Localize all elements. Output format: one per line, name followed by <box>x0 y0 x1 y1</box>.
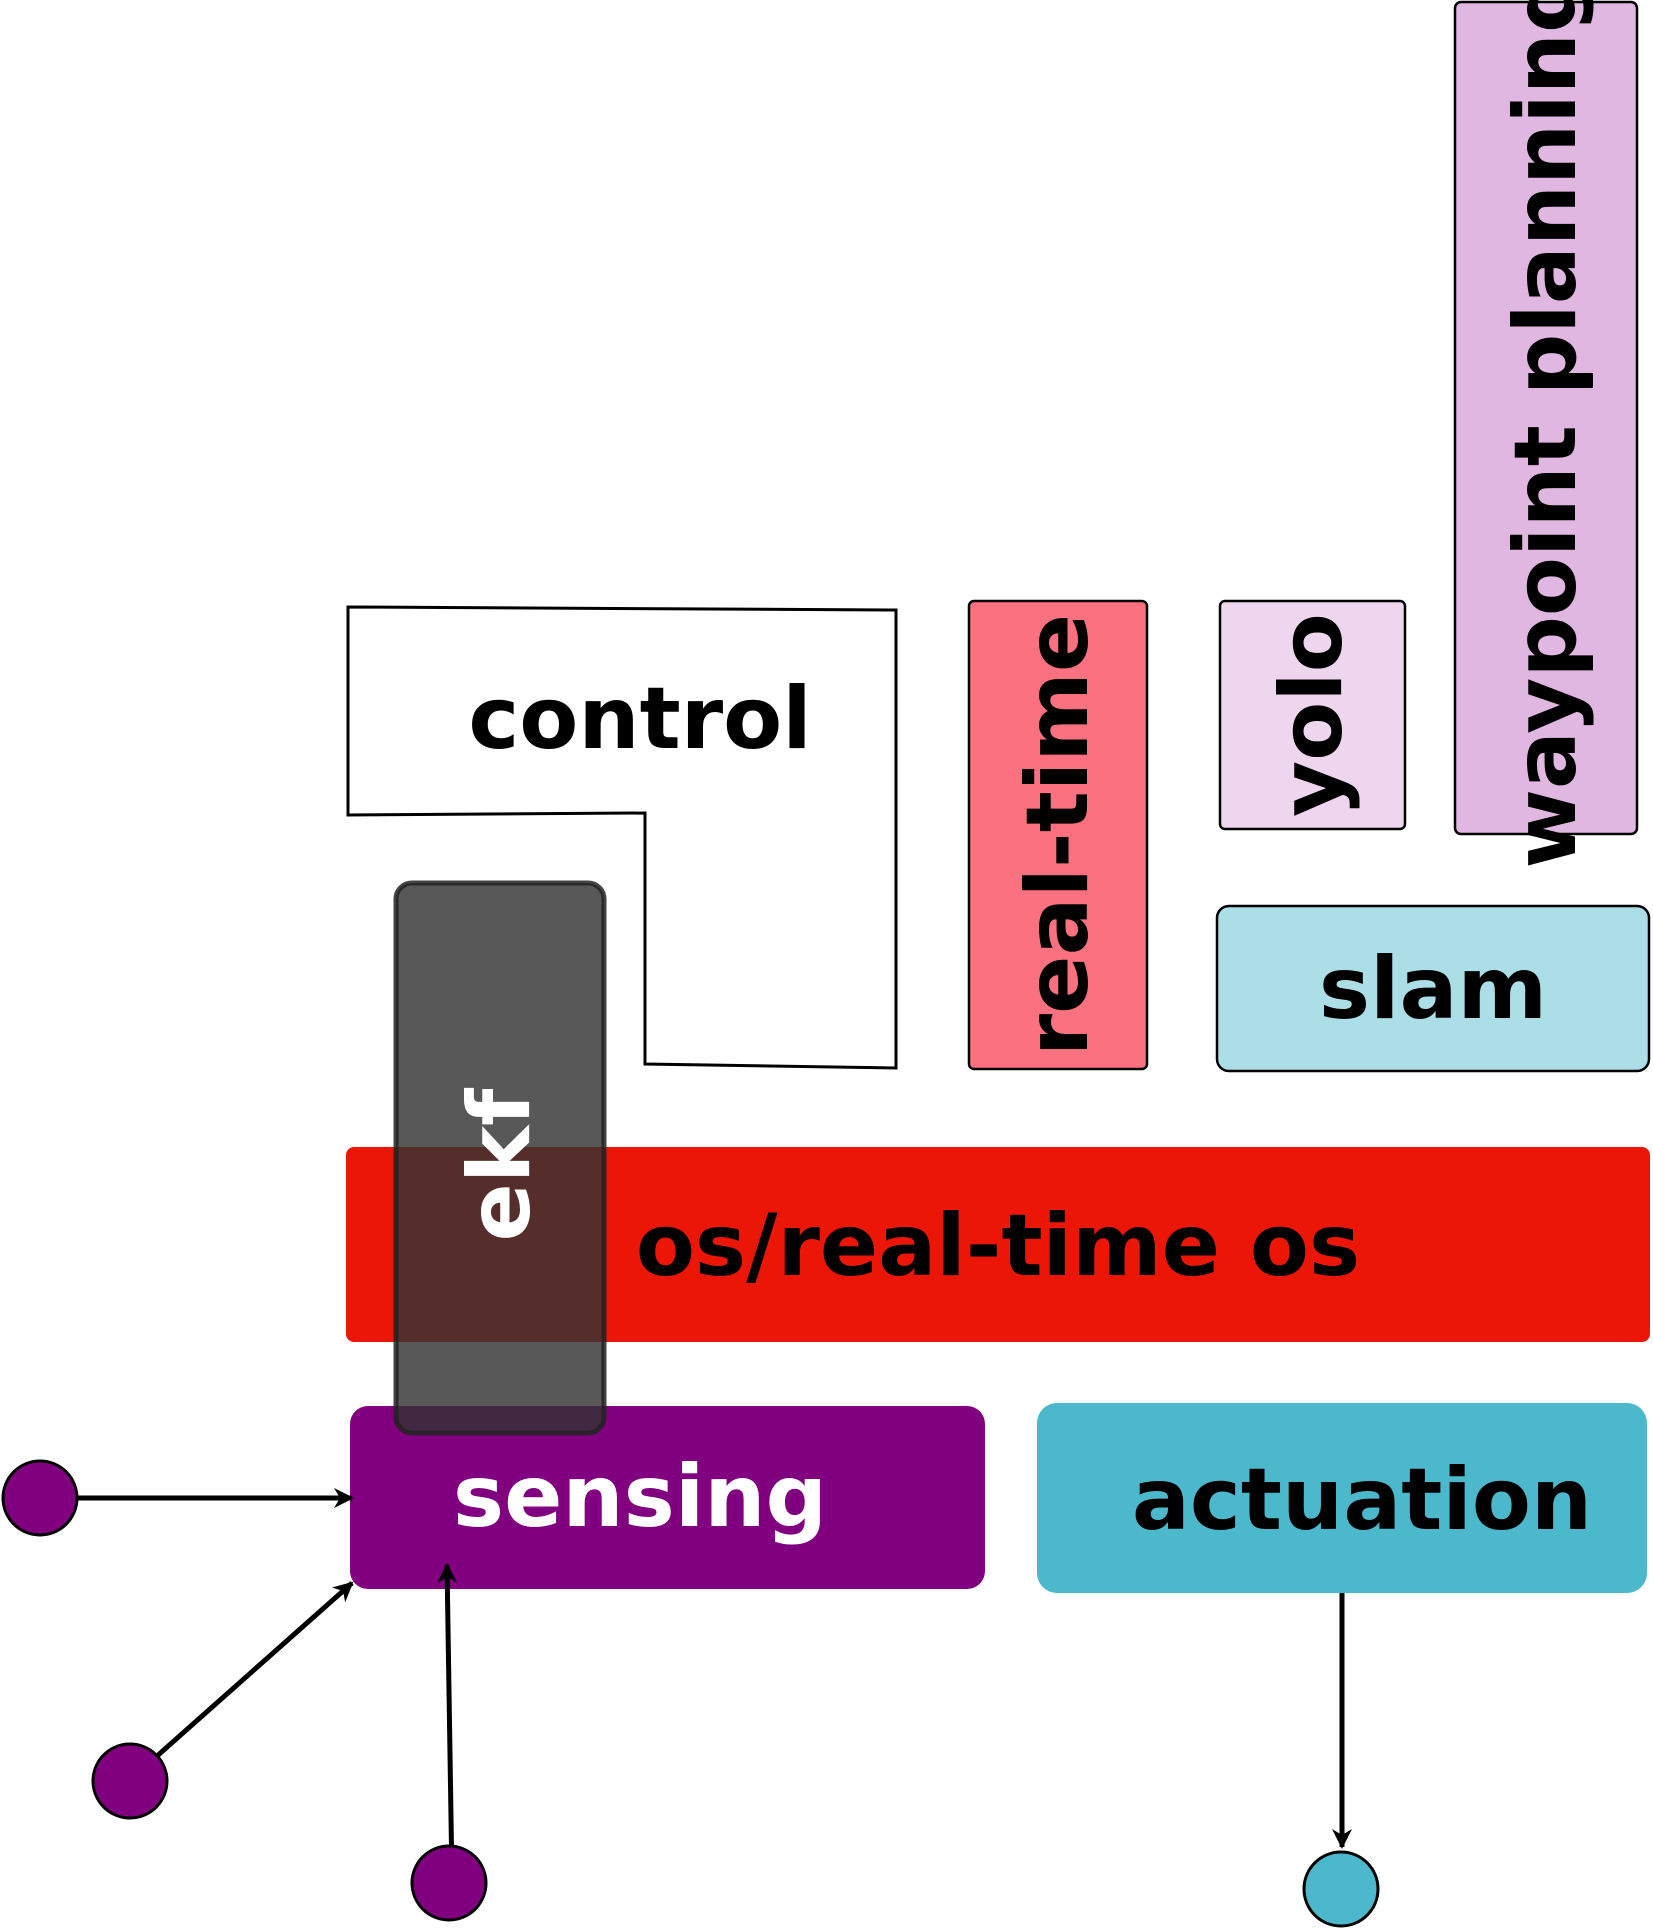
os-label: os/real-time os <box>636 1196 1360 1296</box>
actuation-box <box>1037 1403 1647 1593</box>
sensor-node-diagonal <box>91 1742 169 1820</box>
actuation-block: actuation <box>1037 1403 1647 1593</box>
connectors <box>40 1488 1352 1881</box>
sensor-node-left <box>1 1459 79 1537</box>
slam-label: slam <box>1319 939 1547 1039</box>
realtime-box <box>967 599 1149 1071</box>
realtime-block: real-time <box>967 599 1149 1071</box>
yolo-block: yolo <box>1218 599 1407 831</box>
yolo-label: yolo <box>1262 613 1362 817</box>
sensing-block: sensing <box>350 1406 985 1589</box>
sensing-label: sensing <box>453 1447 827 1547</box>
ekf-box <box>393 880 607 1436</box>
slam-block: slam <box>1215 904 1651 1073</box>
actuation-label: actuation <box>1132 1450 1592 1550</box>
os-block: os/real-time os <box>346 1147 1650 1342</box>
actuator-node <box>1302 1850 1380 1928</box>
sensor-arrow-bottom <box>437 1563 458 1881</box>
sensing-box <box>350 1406 985 1589</box>
slam-box <box>1215 904 1651 1073</box>
sensor-arrow-diagonal <box>128 1581 354 1782</box>
realtime-label: real-time <box>1008 614 1108 1056</box>
waypoint-planning-label: waypoint planning <box>1496 0 1596 869</box>
os-box <box>346 1147 1650 1342</box>
control-label: control <box>468 669 811 769</box>
nodes <box>1 1459 1380 1928</box>
control-shape <box>346 605 898 1070</box>
control-block: control <box>346 605 898 1070</box>
sensor-node-bottom <box>410 1844 488 1922</box>
ekf-block: ekf <box>393 880 607 1436</box>
waypoint-planning-box <box>1453 0 1639 836</box>
yolo-box <box>1218 599 1407 831</box>
waypoint-planning-block: waypoint planning <box>1453 0 1639 869</box>
ekf-label: ekf <box>450 1087 550 1242</box>
